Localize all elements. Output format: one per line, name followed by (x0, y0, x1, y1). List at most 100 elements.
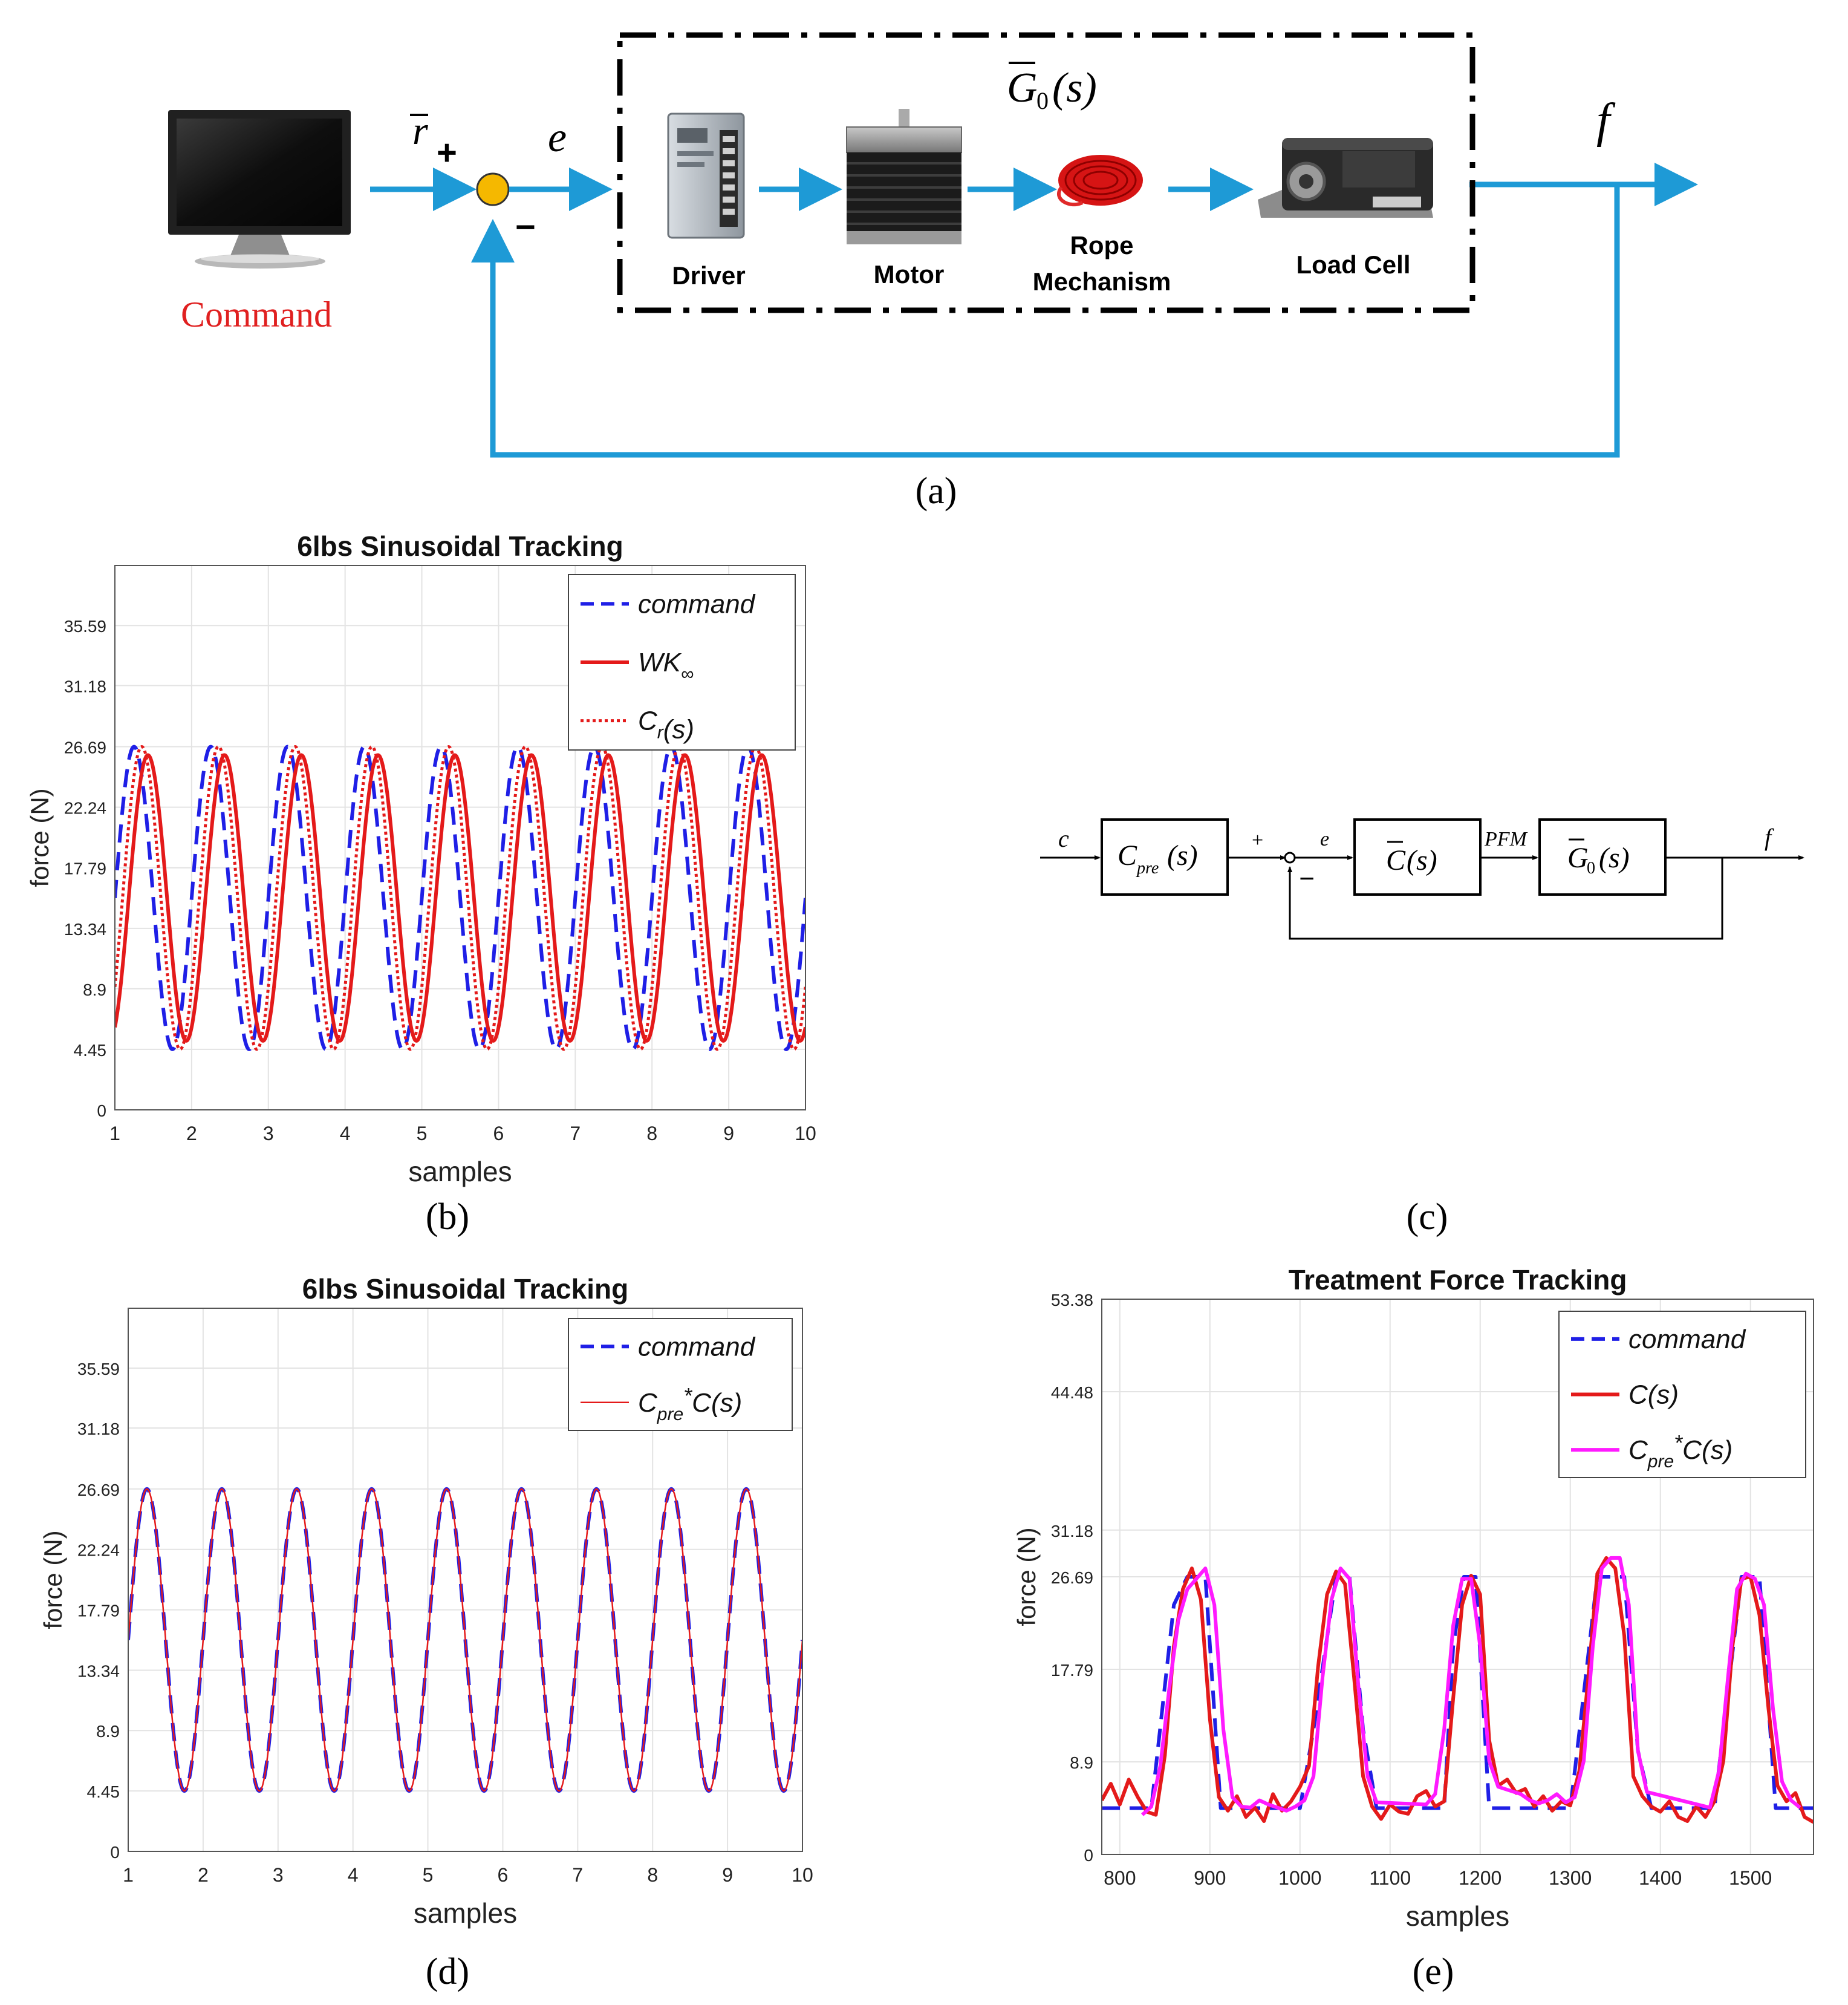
summing-node (1284, 852, 1296, 864)
x-tick-label: 900 (1194, 1867, 1226, 1889)
x-tick-label: 6 (498, 1864, 509, 1886)
y-tick-label: 22.24 (77, 1541, 120, 1560)
y-tick-label: 4.45 (74, 1041, 107, 1060)
motor-label: Motor (874, 260, 945, 289)
panel-caption: (d) (426, 1951, 469, 1992)
summing-junction (476, 172, 510, 206)
axes-frame (1101, 1299, 1814, 1855)
x-tick-label: 8 (647, 1864, 658, 1886)
plant-label: G (1007, 65, 1038, 111)
c-plus-sign: + (1252, 829, 1263, 852)
x-tick-label: 7 (570, 1123, 581, 1144)
legend-label: WK∞ (638, 648, 694, 684)
y-tick-label: 13.34 (64, 920, 106, 939)
legend-label-part: (s) (663, 715, 694, 745)
x-tick-label: 10 (792, 1864, 813, 1886)
x-tick-label: 6 (493, 1123, 504, 1144)
legend-label-part: * (683, 1383, 692, 1408)
y-axis-label: force (N) (1012, 1527, 1041, 1626)
axes-frame (114, 565, 806, 1110)
y-tick-label: 17.79 (1051, 1661, 1093, 1680)
series-line-command (1102, 1575, 1814, 1810)
legend-box (568, 1318, 793, 1431)
x-tick-label: 1100 (1369, 1867, 1411, 1889)
x-tick-label: 1400 (1639, 1867, 1682, 1889)
y-axis-label: force (N) (25, 788, 54, 887)
series-group (115, 745, 805, 1051)
panel-a-block-diagram: Command r + − e G 0 (s) (168, 32, 1698, 512)
y-tick-label: 26.69 (1051, 1568, 1093, 1587)
y-tick-label: 44.48 (1051, 1383, 1093, 1402)
controller-arg: (s) (1407, 844, 1437, 876)
error-label: e (548, 114, 567, 161)
y-tick-label: 26.69 (77, 1481, 120, 1499)
load-cell-icon (1258, 138, 1433, 218)
x-tick-label: 5 (417, 1123, 428, 1144)
c-error-label: e (1320, 828, 1329, 850)
x-tick-label: 1 (123, 1864, 134, 1886)
legend-label-part: pre (657, 1404, 683, 1424)
y-tick-label: 8.9 (96, 1722, 120, 1741)
series-group (128, 1487, 802, 1793)
x-tick-label: 10 (795, 1123, 816, 1144)
x-tick-label: 8 (646, 1123, 657, 1144)
panel-caption: (e) (1413, 1951, 1454, 1992)
signal-arrows (370, 163, 1698, 458)
axes-frame (128, 1308, 803, 1852)
x-tick-label: 1000 (1278, 1867, 1321, 1889)
plus-sign: + (437, 133, 457, 172)
plant-argument: (s) (1052, 65, 1097, 111)
legend-label: Cr(s) (638, 706, 694, 745)
y-tick-label: 35.59 (64, 617, 106, 636)
x-tick-label: 4 (340, 1123, 351, 1144)
rope-label-line2: Mechanism (1033, 267, 1171, 296)
series-line-command (115, 745, 805, 1051)
legend-label: command (638, 1332, 756, 1361)
legend-label: command (638, 589, 756, 619)
y-tick-label: 31.18 (1051, 1522, 1093, 1540)
panel-c-caption: (c) (1407, 1196, 1448, 1237)
y-tick-label: 13.34 (77, 1662, 120, 1681)
plant-boundary (617, 32, 1475, 313)
y-tick-label: 17.79 (77, 1602, 120, 1620)
driver-label: Driver (672, 261, 745, 290)
output-label: f (1596, 94, 1616, 148)
legend-label-part: C (1628, 1435, 1648, 1465)
legend-label-part: C (692, 1388, 712, 1418)
legend-label-part: C (1628, 1380, 1648, 1410)
legend-label-part: (s) (711, 1388, 742, 1418)
r-label: r (412, 109, 428, 153)
series-line-c (1140, 1556, 1801, 1816)
minus-sign: − (515, 207, 536, 247)
driver-icon (667, 112, 745, 239)
x-axis-label: samples (408, 1156, 512, 1187)
legend-label-part: command (638, 1332, 756, 1361)
legend-label-part: * (1674, 1430, 1683, 1455)
rope-icon (1057, 155, 1143, 207)
legend-label-part: C (1682, 1435, 1702, 1465)
motor-icon (846, 109, 962, 244)
load-cell-label: Load Cell (1296, 250, 1410, 279)
legend-label-part: C (638, 1388, 658, 1418)
y-tick-label: 22.24 (64, 799, 106, 818)
c-plant-sub: 0 (1587, 859, 1595, 878)
series-line-c (1102, 1556, 1814, 1824)
pfm-label: PFM (1484, 828, 1528, 850)
y-axis-label: force (N) (39, 1530, 67, 1629)
c-input-label: c (1058, 825, 1069, 852)
prefilter-sub: pre (1136, 859, 1159, 878)
legend-label: command (1628, 1325, 1746, 1354)
x-tick-label: 5 (423, 1864, 434, 1886)
x-tick-label: 1300 (1549, 1867, 1592, 1889)
x-tick-label: 1500 (1729, 1867, 1772, 1889)
panel-a-caption: (a) (916, 471, 957, 512)
x-tick-label: 4 (348, 1864, 359, 1886)
legend-label-part: ∞ (681, 664, 694, 684)
monitor-icon (168, 110, 351, 269)
x-tick-label: 7 (572, 1864, 583, 1886)
